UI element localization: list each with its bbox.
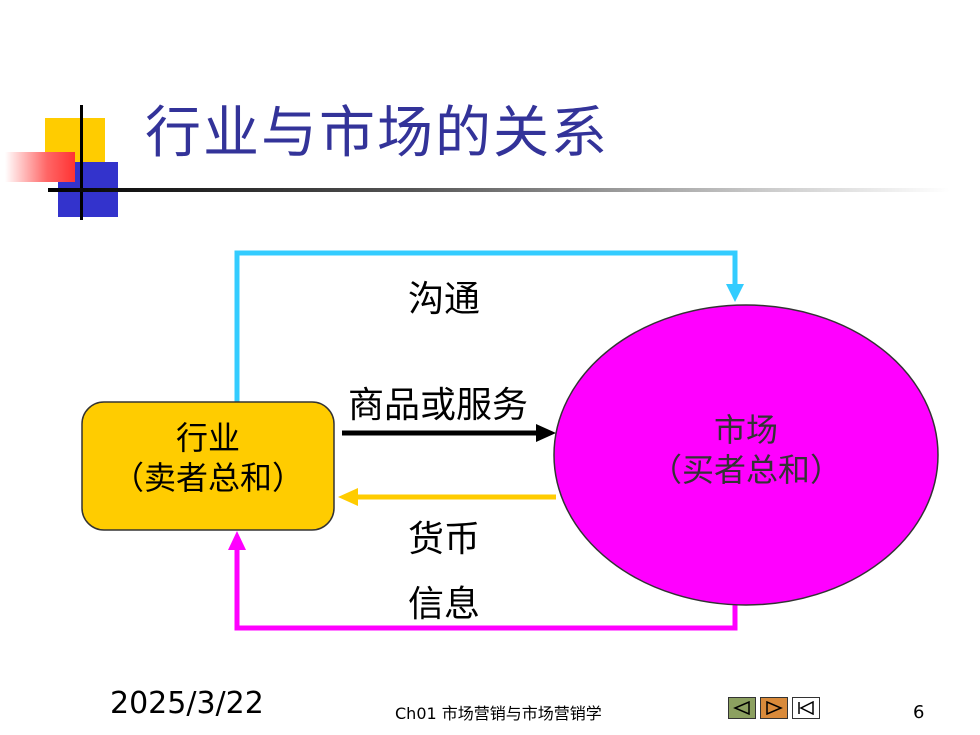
communication-arrowhead	[726, 284, 744, 302]
footer-course-title: Ch01 市场营销与市场营销学	[395, 704, 602, 723]
market-label: 市场 （买者总和）	[554, 410, 938, 490]
triangle-right-icon	[766, 701, 783, 715]
information-label: 信息	[408, 584, 481, 625]
money-label: 货币	[408, 519, 481, 560]
goods-services-label: 商品或服务	[348, 385, 529, 426]
triangle-left-icon	[733, 701, 750, 715]
communication-flow-line	[234, 250, 738, 402]
prev-slide-button[interactable]	[728, 697, 756, 719]
next-slide-button[interactable]	[760, 697, 788, 719]
industry-label-line1: 行业	[175, 419, 240, 457]
goods-arrowhead	[536, 424, 556, 442]
communication-label: 沟通	[408, 279, 481, 320]
ornament-vertical-line	[80, 105, 83, 220]
footer-date: 2025/3/22	[110, 686, 264, 721]
industry-node	[81, 401, 335, 531]
page-number: 6	[913, 702, 925, 723]
information-flow-line	[234, 548, 738, 631]
title-underline	[48, 188, 950, 192]
market-label-line2: （买者总和）	[649, 451, 842, 489]
information-arrowhead	[228, 531, 246, 550]
slide-title: 行业与市场的关系	[145, 101, 609, 166]
ornament-red-bar	[5, 152, 75, 182]
money-arrowhead	[338, 488, 358, 506]
first-slide-button[interactable]	[792, 697, 820, 719]
industry-label-line2: （卖者总和）	[111, 459, 304, 497]
market-node	[553, 304, 939, 606]
market-label-line1: 市场	[713, 411, 778, 449]
skip-to-first-icon	[798, 701, 814, 715]
industry-label: 行业 （卖者总和）	[82, 418, 334, 498]
